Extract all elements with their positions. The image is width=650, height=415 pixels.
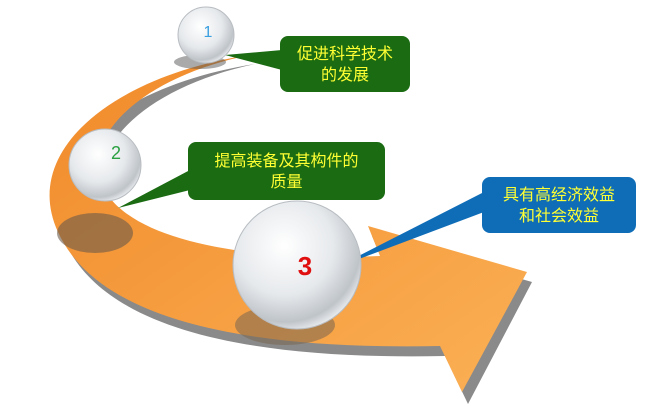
step-number-1: 1 [203,24,213,41]
sphere-1 [177,6,235,64]
callout-step-1: 促进科学技术 的发展 [280,36,410,92]
callout-step-3: 具有高经济效益 和社会效益 [482,177,636,233]
callout-tail-1 [225,50,282,70]
sphere-2 [68,128,142,202]
curved-arrow [49,55,527,392]
callout-step-2: 提高装备及其构件的 质量 [188,142,385,200]
step-number-2: 2 [110,143,121,163]
sphere-3 [232,200,362,330]
step-number-3: 3 [297,251,313,281]
callout-tail-3 [335,192,484,268]
callout-tail-2 [118,170,190,208]
sphere-shadow-2 [57,213,133,253]
